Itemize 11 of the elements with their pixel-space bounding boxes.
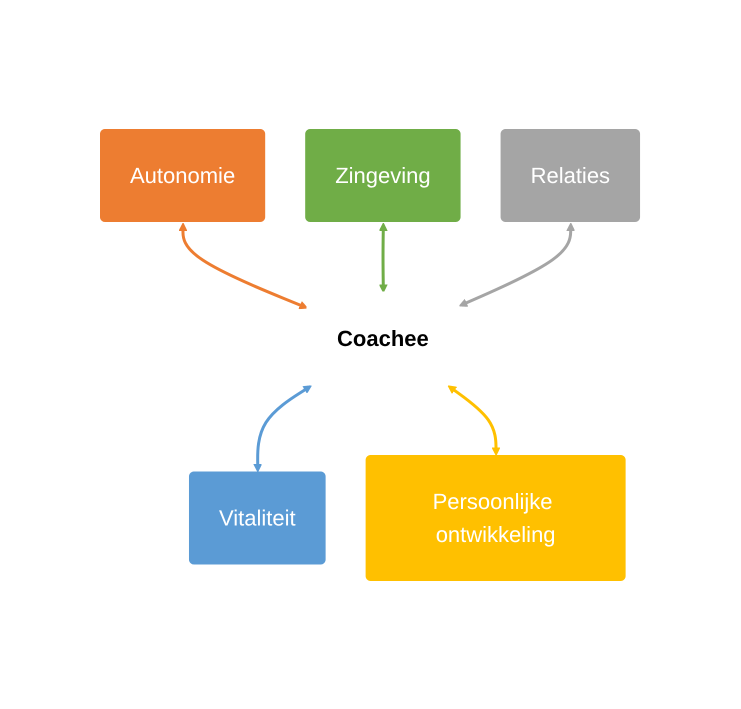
arrow: [379, 222, 388, 292]
node-box: Vitaliteit: [189, 471, 326, 564]
arrow: [448, 384, 501, 456]
node-box: Autonomie: [100, 128, 266, 222]
node-box: Zingeving: [306, 128, 462, 222]
arrow: [254, 384, 312, 472]
arrow: [179, 222, 308, 309]
node-box: Persoonlijke ontwikkeling: [366, 454, 626, 580]
arrow: [459, 222, 576, 306]
node-box: Relaties: [501, 128, 641, 222]
node-text: Coachee: [337, 326, 430, 350]
